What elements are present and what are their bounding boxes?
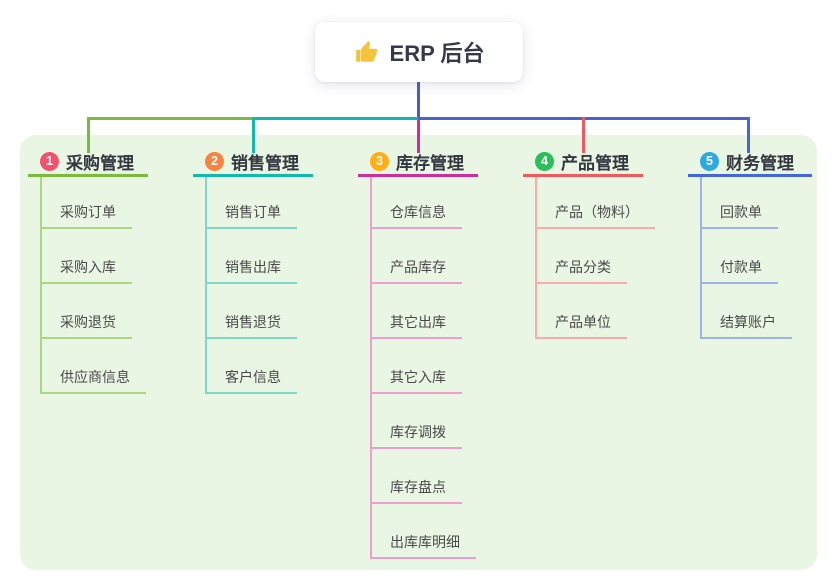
branch-title-product[interactable]: 4 产品管理 [523, 148, 643, 177]
child-node[interactable]: 产品单位 [537, 284, 627, 339]
root-node[interactable]: ERP 后台 [315, 22, 523, 82]
branch-title-label: 销售管理 [231, 153, 299, 173]
branch-children-product: 产品（物料） 产品分类 产品单位 [535, 177, 663, 339]
child-node[interactable]: 回款单 [702, 177, 778, 229]
branch-children-sales: 销售订单 销售出库 销售退货 客户信息 [205, 177, 333, 394]
child-node[interactable]: 采购入库 [42, 229, 132, 284]
drop-connector-purchase [87, 117, 90, 153]
branch-finance: 5 财务管理 回款单 付款单 结算账户 [688, 148, 828, 339]
drop-connector-inventory [417, 120, 420, 153]
thumbs-up-icon [355, 41, 378, 62]
drop-connector-sales [252, 117, 255, 153]
branch-title-label: 采购管理 [66, 153, 134, 173]
child-node[interactable]: 供应商信息 [42, 339, 146, 394]
child-node[interactable]: 采购退货 [42, 284, 132, 339]
child-node[interactable]: 采购订单 [42, 177, 132, 229]
branch-title-label: 财务管理 [726, 153, 794, 173]
child-node[interactable]: 付款单 [702, 229, 778, 284]
child-node[interactable]: 结算账户 [702, 284, 792, 339]
branch-children-inventory: 仓库信息 产品库存 其它出库 其它入库 库存调拨 库存盘点 出库库明细 [370, 177, 498, 559]
trunk-segment-mid [253, 117, 418, 120]
badge-4-icon: 4 [535, 151, 554, 171]
branch-sales: 2 销售管理 销售订单 销售出库 销售退货 客户信息 [193, 148, 333, 394]
badge-1-icon: 1 [40, 151, 59, 171]
child-node[interactable]: 产品库存 [372, 229, 462, 284]
branch-inventory: 3 库存管理 仓库信息 产品库存 其它出库 其它入库 库存调拨 库存盘点 出库库… [358, 148, 498, 559]
branch-children-purchase: 采购订单 采购入库 采购退货 供应商信息 [40, 177, 168, 394]
child-node[interactable]: 仓库信息 [372, 177, 462, 229]
child-node[interactable]: 客户信息 [207, 339, 297, 394]
badge-2-icon: 2 [205, 151, 224, 171]
branch-title-purchase[interactable]: 1 采购管理 [28, 148, 148, 177]
branch-title-label: 产品管理 [561, 153, 629, 173]
root-stem-connector [417, 82, 420, 118]
branch-children-finance: 回款单 付款单 结算账户 [700, 177, 828, 339]
branch-title-inventory[interactable]: 3 库存管理 [358, 148, 478, 177]
child-node[interactable]: 库存盘点 [372, 449, 462, 504]
child-node[interactable]: 其它出库 [372, 284, 462, 339]
branch-title-label: 库存管理 [396, 153, 464, 173]
branch-purchase: 1 采购管理 采购订单 采购入库 采购退货 供应商信息 [28, 148, 168, 394]
child-node[interactable]: 产品分类 [537, 229, 627, 284]
branch-title-finance[interactable]: 5 财务管理 [688, 148, 812, 177]
trunk-segment-left [87, 117, 253, 120]
badge-3-icon: 3 [370, 151, 389, 171]
child-node[interactable]: 其它入库 [372, 339, 462, 394]
child-node[interactable]: 销售出库 [207, 229, 297, 284]
drop-connector-product [582, 117, 585, 153]
child-node[interactable]: 出库库明细 [372, 504, 476, 559]
child-node[interactable]: 销售订单 [207, 177, 297, 229]
drop-connector-finance [747, 117, 750, 153]
root-node-label: ERP 后台 [389, 41, 485, 66]
badge-5-icon: 5 [700, 151, 719, 171]
child-node[interactable]: 销售退货 [207, 284, 297, 339]
branch-product: 4 产品管理 产品（物料） 产品分类 产品单位 [523, 148, 663, 339]
child-node[interactable]: 产品（物料） [537, 177, 655, 229]
branch-title-sales[interactable]: 2 销售管理 [193, 148, 313, 177]
child-node[interactable]: 库存调拨 [372, 394, 462, 449]
branches-panel [20, 135, 817, 570]
